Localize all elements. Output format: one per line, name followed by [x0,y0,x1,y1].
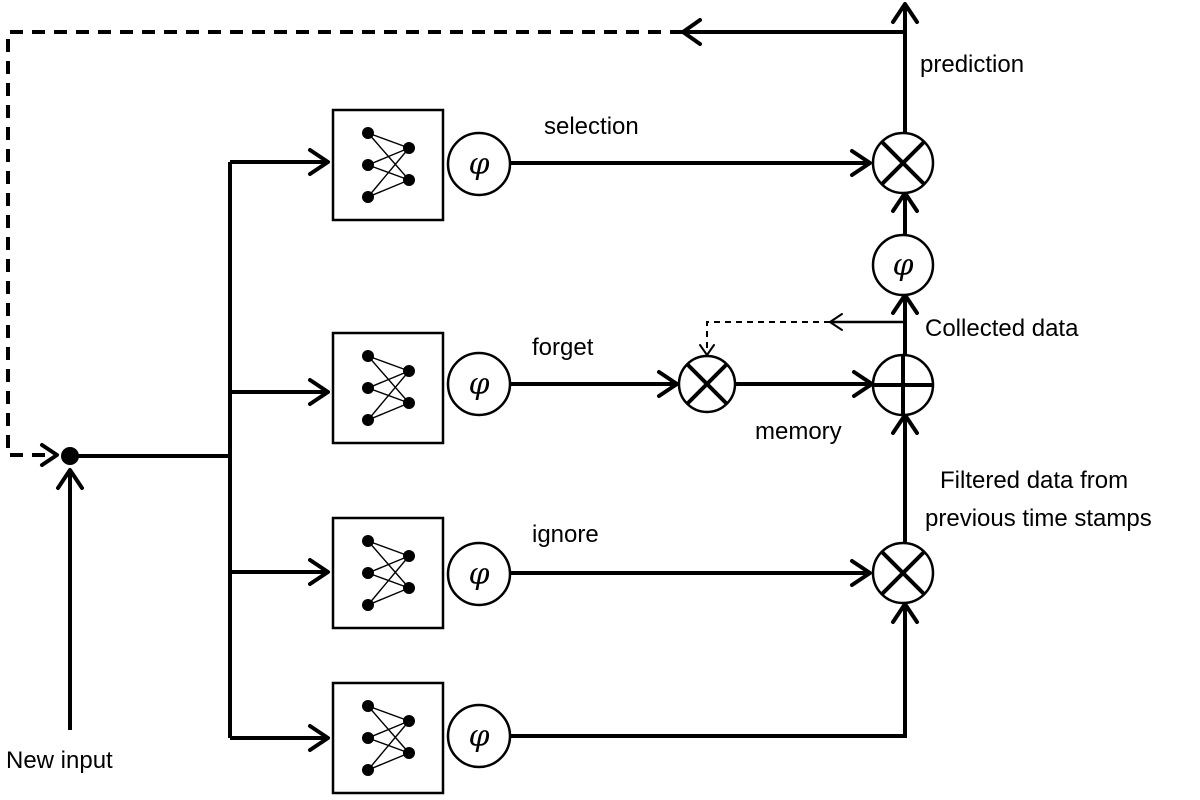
multiply-operator-selection [871,131,935,195]
activation-phi: φ [468,719,489,754]
gate-candidate: φ [331,681,512,795]
neural-net-block [331,681,445,795]
output-activation: φ [871,233,935,297]
multiply-operator-ignore [871,541,935,605]
label-collected-data: Collected data [925,315,1079,342]
gate-forget: φ [331,331,512,445]
output-spine [891,2,919,543]
label-memory: memory [755,418,842,445]
neural-net-icon [362,535,415,611]
label-ignore: ignore [532,521,599,548]
gate-output-wires [510,149,919,738]
gate-selection: φ [331,108,512,222]
neural-net-block [331,331,445,445]
label-forget: forget [532,334,594,361]
label-new-input: New input [6,747,113,774]
activation-phi: φ [468,367,489,402]
label-filtered-line1: Filtered data from [940,467,1128,494]
neural-net-icon [362,700,415,776]
label-selection: selection [544,113,639,140]
neural-net-block [331,516,445,630]
gate-ignore: φ [331,516,512,630]
neural-net-block [331,108,445,222]
multiply-operator-forget [677,354,737,414]
activation-phi: φ [468,557,489,592]
memory-feedback [699,313,905,356]
label-prediction: prediction [920,51,1024,78]
input-junction [56,447,230,730]
activation-phi: φ [468,147,489,182]
neural-net-icon [362,127,415,203]
label-filtered-line2: previous time stamps [925,505,1152,532]
distribution-bus [228,148,330,752]
add-operator [871,353,935,417]
feedback-loop [6,18,905,467]
neural-net-icon [362,350,415,426]
svg-text:φ: φ [892,248,913,283]
